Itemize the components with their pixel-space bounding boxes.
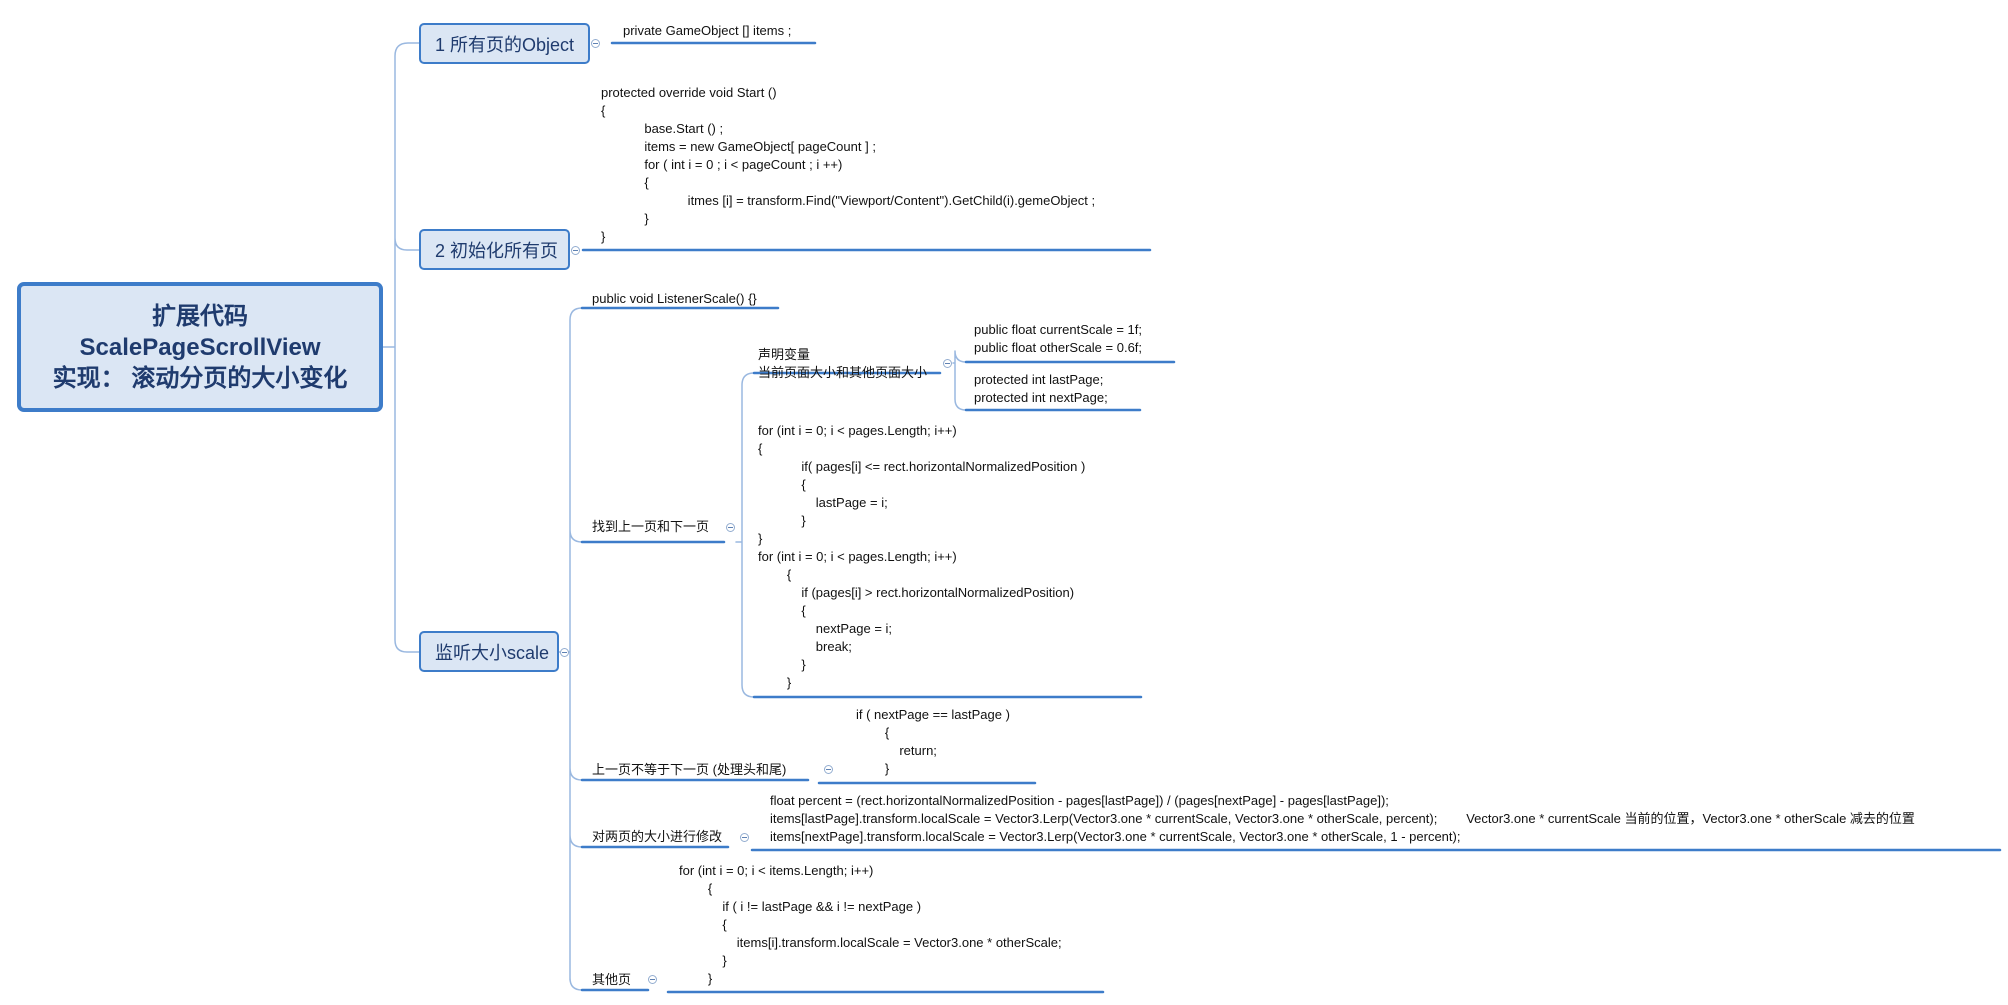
code-line: } xyxy=(679,971,713,986)
root-title: 扩展代码 xyxy=(152,302,248,330)
branch-init-pages[interactable]: 2 初始化所有页 xyxy=(419,229,570,270)
code-line: base.Start () ; xyxy=(601,121,724,136)
branch-label: 1 所有页的Object xyxy=(435,34,575,55)
code-line: public float currentScale = 1f; xyxy=(974,322,1143,337)
collapse-icon[interactable] xyxy=(726,523,735,532)
connector-declare-groups xyxy=(952,350,967,411)
code-line: { xyxy=(601,175,649,190)
code-line: } xyxy=(856,761,890,776)
code-line: } xyxy=(758,531,763,546)
not-equal-label[interactable]: 上一页不等于下一页 (处理头和尾) xyxy=(592,762,787,777)
listener-method-signature: public void ListenerScale() {} xyxy=(592,291,757,306)
code-line: public float otherScale = 0.6f; xyxy=(974,340,1143,355)
code-line: for (int i = 0; i < pages.Length; i++) xyxy=(758,423,957,438)
branch-all-pages-object[interactable]: 1 所有页的Object xyxy=(419,23,590,64)
code-line: { xyxy=(856,725,890,740)
modify-scale-label[interactable]: 对两页的大小进行修改 xyxy=(592,829,723,844)
code-line: } xyxy=(758,675,792,690)
declare-variables-label[interactable]: 声明变量 当前页面大小和其他页面大小 xyxy=(758,346,927,382)
code-line: if (pages[i] > rect.horizontalNormalized… xyxy=(758,585,1075,600)
code-line: lastPage = i; xyxy=(758,495,888,510)
collapse-icon[interactable] xyxy=(648,975,657,984)
branch-label: 监听大小scale xyxy=(435,642,550,663)
code-items-declaration: private GameObject [] items ; xyxy=(623,23,792,38)
code-line: } xyxy=(601,229,606,244)
code-line: items[lastPage].transform.localScale = V… xyxy=(770,811,1915,826)
code-line: } xyxy=(601,211,649,226)
code-line: { xyxy=(679,917,727,932)
code-line: { xyxy=(758,567,792,582)
collapse-icon[interactable] xyxy=(740,833,749,842)
code-line: { xyxy=(758,603,806,618)
code-line: items[nextPage].transform.localScale = V… xyxy=(770,829,1461,844)
collapse-icon[interactable] xyxy=(824,765,833,774)
page-index-variables: protected int lastPage; protected int ne… xyxy=(974,371,1108,407)
code-line: protected int nextPage; xyxy=(974,390,1108,405)
root-node[interactable]: 扩展代码 ScalePageScrollView 实现： 滚动分页的大小变化 xyxy=(17,282,383,412)
collapse-icon[interactable] xyxy=(560,648,569,657)
root-description: 实现： 滚动分页的大小变化 xyxy=(52,364,348,392)
code-line: nextPage = i; xyxy=(758,621,893,636)
code-line: break; xyxy=(758,639,852,654)
collapse-icon[interactable] xyxy=(571,246,580,255)
code-line: { xyxy=(601,103,606,118)
scale-variables: public float currentScale = 1f; public f… xyxy=(974,321,1142,357)
code-line: } xyxy=(679,953,727,968)
code-line: if ( i != lastPage && i != nextPage ) xyxy=(679,899,922,914)
code-line: { xyxy=(679,881,713,896)
declare-label-line: 声明变量 xyxy=(758,347,811,362)
code-line: } xyxy=(758,513,806,528)
root-class-name: ScalePageScrollView xyxy=(79,333,321,361)
branch-listen-scale[interactable]: 监听大小scale xyxy=(419,631,559,672)
collapse-icon[interactable] xyxy=(943,359,952,368)
code-line: items = new GameObject[ pageCount ] ; xyxy=(601,139,876,154)
other-pages-label[interactable]: 其他页 xyxy=(592,972,632,987)
code-line: return; xyxy=(856,743,937,758)
code-line: if( pages[i] <= rect.horizontalNormalize… xyxy=(758,459,1086,474)
code-line: { xyxy=(758,477,806,492)
code-line: for ( int i = 0 ; i < pageCount ; i ++) xyxy=(601,157,843,172)
branch-label: 2 初始化所有页 xyxy=(435,240,559,261)
connector-find-children xyxy=(735,372,755,698)
code-line: } xyxy=(758,657,806,672)
find-pages-label[interactable]: 找到上一页和下一页 xyxy=(592,519,710,534)
connector-root-branches xyxy=(382,42,420,653)
code-line: protected int lastPage; xyxy=(974,372,1104,387)
code-line: for (int i = 0; i < pages.Length; i++) xyxy=(758,549,957,564)
declare-label-line: 当前页面大小和其他页面大小 xyxy=(758,365,928,380)
code-line: itmes [i] = transform.Find("Viewport/Con… xyxy=(601,193,1096,208)
code-line: items[i].transform.localScale = Vector3.… xyxy=(679,935,1062,950)
code-line: protected override void Start () xyxy=(601,85,777,100)
code-line: { xyxy=(758,441,763,456)
code-line: float percent = (rect.horizontalNormaliz… xyxy=(770,793,1389,808)
code-line: if ( nextPage == lastPage ) xyxy=(856,707,1010,722)
collapse-icon[interactable] xyxy=(591,39,600,48)
code-line: for (int i = 0; i < items.Length; i++) xyxy=(679,863,874,878)
